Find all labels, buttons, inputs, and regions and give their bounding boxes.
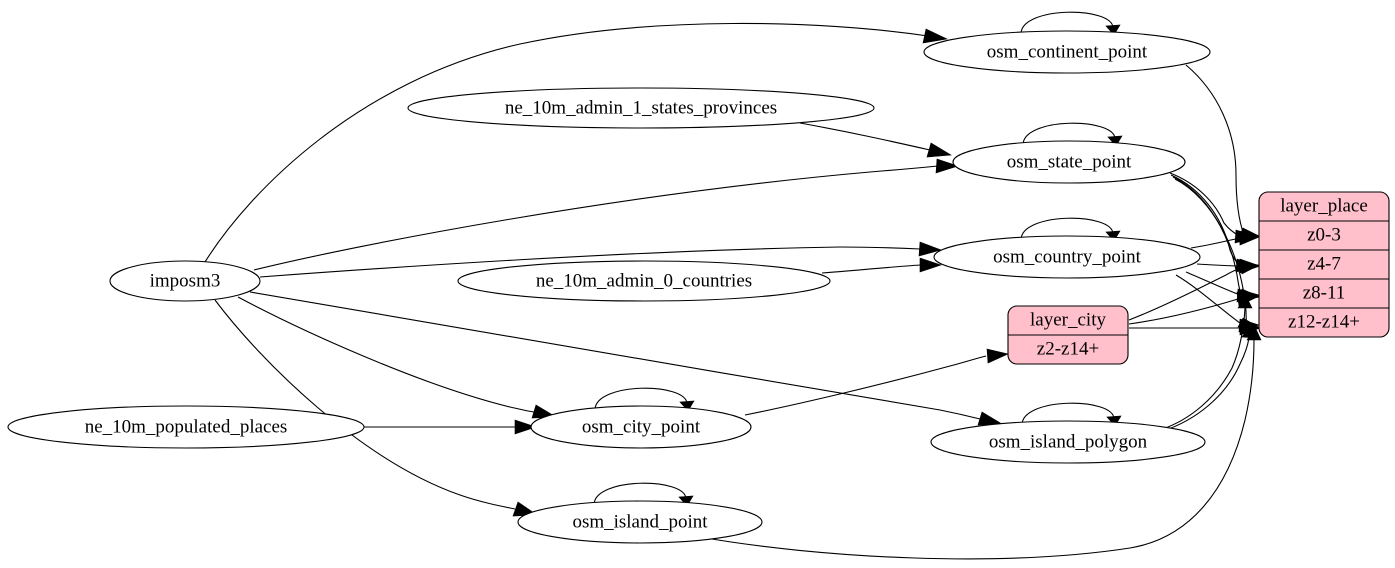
node-layer_city[interactable]: layer_city z2-z14+: [1007, 305, 1129, 365]
arrowhead: [678, 495, 694, 507]
node-imposm3[interactable]: imposm3: [109, 260, 261, 302]
edges-layer: [204, 11, 1262, 560]
node-shape: [933, 235, 1201, 279]
node-osm_continent_point[interactable]: osm_continent_point: [923, 30, 1211, 74]
edge-osm_country_point-to-layer_place-z8-11: [1185, 271, 1241, 296]
node-osm_city_point[interactable]: osm_city_point: [530, 405, 752, 449]
arrowhead: [935, 158, 959, 174]
node-label-osm_state_point: osm_state_point: [1007, 151, 1132, 172]
node-label-osm_island_polygon: osm_island_polygon: [989, 431, 1148, 452]
edge-osm_country_point-to-layer_place-z4-7: [1196, 263, 1241, 267]
arrowhead: [1105, 24, 1121, 36]
arrowhead: [918, 241, 942, 257]
edge-self-loop-osm_continent_point: [1020, 11, 1114, 35]
arrowhead: [1237, 295, 1253, 309]
edge-osm_island_point-to-layer_place-z12-z14: [699, 339, 1255, 560]
node-shape: [407, 87, 875, 129]
node-osm_island_polygon[interactable]: osm_island_polygon: [930, 420, 1206, 464]
node-osm_island_point[interactable]: osm_island_point: [517, 500, 763, 544]
edge-layer_city-to-layer_place-z4-7: [1128, 267, 1241, 321]
record-port-layer_place-z12-z14[interactable]: z12-z14+: [1288, 311, 1360, 332]
arrowhead: [1107, 135, 1123, 147]
edge-layer_city-to-layer_place-z8-11: [1128, 298, 1239, 325]
node-label-ne_10m_admin_0_countries: ne_10m_admin_0_countries: [536, 270, 752, 291]
node-shape: [923, 30, 1211, 74]
arrowhead: [1238, 230, 1260, 246]
arrowhead: [926, 142, 952, 158]
node-label-ne_10m_admin_1_states_provinces: ne_10m_admin_1_states_provinces: [505, 97, 777, 118]
edge-imposm3-to-osm_island_polygon: [249, 291, 981, 420]
edge-ne_10m_admin_0_countries-to-osm_country_point: [821, 264, 921, 274]
arrowhead: [679, 400, 695, 412]
node-shape: [530, 405, 752, 449]
edge-self-loop-osm_island_point: [593, 482, 687, 506]
record-port-layer_place-z4-7[interactable]: z4-7: [1307, 253, 1341, 274]
record-title-layer_city: layer_city: [1030, 309, 1106, 330]
edge-osm_island_polygon-to-layer_place-z8-11: [1159, 307, 1246, 431]
node-ne_10m_admin_0_countries[interactable]: ne_10m_admin_0_countries: [457, 260, 831, 302]
edge-osm_island_polygon-to-layer_place-z12-z14: [1162, 337, 1250, 432]
node-label-osm_country_point: osm_country_point: [993, 246, 1141, 267]
arrowhead: [514, 419, 537, 435]
arrowhead: [1246, 326, 1262, 341]
node-label-imposm3: imposm3: [150, 270, 221, 291]
node-shape: [109, 260, 261, 302]
node-layer_place[interactable]: layer_place z0-3 z4-7 z8-11 z12-z14+: [1258, 191, 1390, 338]
edge-osm_state_point-to-layer_place-z0-3: [1169, 172, 1239, 236]
node-label-osm_island_point: osm_island_point: [572, 511, 708, 532]
record-port-layer_place-z0-3[interactable]: z0-3: [1307, 224, 1341, 245]
nodes-layer: imposm3 ne_10m_admin_1_states_provinces …: [7, 30, 1390, 544]
node-shape: [457, 260, 831, 302]
edge-imposm3-to-osm_continent_point: [204, 22, 929, 263]
edge-osm_city_point-to-layer_city-z2-z14: [744, 355, 987, 416]
edge-imposm3-to-osm_country_point: [259, 246, 921, 278]
edge-imposm3-to-osm_city_point: [237, 296, 535, 413]
edge-osm_continent_point-to-layer_place-z0-3: [1185, 64, 1245, 236]
node-osm_state_point[interactable]: osm_state_point: [952, 140, 1186, 184]
edge-osm_state_point-to-layer_place-z8-11: [1172, 176, 1243, 296]
node-shape: [7, 405, 365, 449]
arrowhead: [1105, 230, 1121, 242]
edge-osm_country_point-to-layer_place-z12-z14: [1175, 274, 1241, 324]
node-label-ne_10m_populated_places: ne_10m_populated_places: [85, 416, 288, 437]
edge-self-loop-osm_country_point: [1020, 217, 1114, 241]
arrowhead: [1237, 261, 1260, 275]
record-port-layer_place-z8-11[interactable]: z8-11: [1303, 282, 1346, 303]
edge-self-loop-osm_state_point: [1022, 122, 1116, 146]
node-ne_10m_populated_places[interactable]: ne_10m_populated_places: [7, 405, 365, 449]
arrowhead: [919, 257, 942, 273]
node-shape: [952, 140, 1186, 184]
node-ne_10m_admin_1_states_provinces[interactable]: ne_10m_admin_1_states_provinces: [407, 87, 875, 129]
node-osm_country_point[interactable]: osm_country_point: [933, 235, 1201, 279]
arrowhead: [986, 348, 1009, 364]
node-label-osm_continent_point: osm_continent_point: [987, 41, 1148, 62]
record-box-layer_place: [1258, 191, 1390, 338]
edge-imposm3-to-osm_state_point: [253, 165, 939, 271]
arrowhead: [977, 411, 1004, 426]
edge-imposm3-to-osm_island_point: [214, 299, 516, 510]
edge-osm_country_point-to-layer_place-z0-3: [1190, 237, 1241, 249]
record-title-layer_place: layer_place: [1280, 195, 1368, 216]
edge-self-loop-osm_city_point: [594, 387, 688, 411]
node-shape: [930, 420, 1206, 464]
edge-self-loop-osm_island_polygon: [1021, 402, 1115, 426]
node-shape: [517, 500, 763, 544]
node-label-osm_city_point: osm_city_point: [582, 416, 701, 437]
record-port-layer_city-z2-z14[interactable]: z2-z14+: [1037, 338, 1099, 359]
arrowhead: [922, 28, 948, 44]
edge-ne_10m_admin_1_states_provinces-to-osm_state_point: [799, 122, 931, 151]
